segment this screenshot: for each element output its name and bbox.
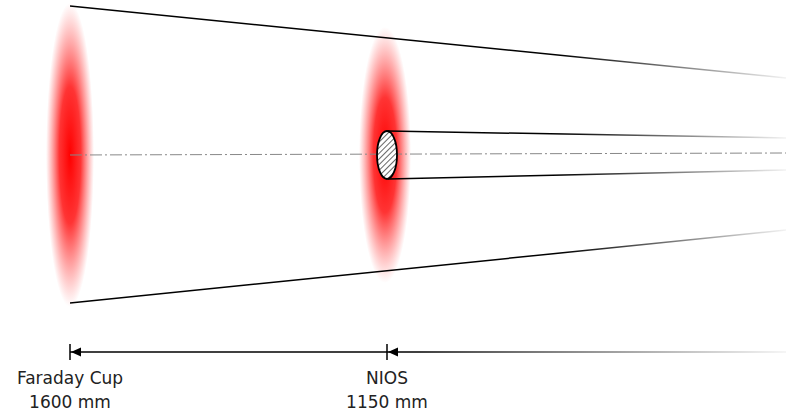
dimension-line <box>70 351 786 353</box>
dimension-value: 1150 mm <box>346 392 428 412</box>
part-name: Faraday Cup <box>17 368 123 388</box>
probe-face <box>377 131 397 179</box>
beam-envelope <box>70 230 786 303</box>
dimension-value: 1600 mm <box>29 392 111 412</box>
part-name: NIOS <box>366 368 408 388</box>
center-line <box>70 153 786 155</box>
dimension-tick <box>69 344 71 360</box>
probe-body <box>388 170 786 179</box>
dimension-tick <box>386 344 388 360</box>
dimension-arrow <box>71 348 81 357</box>
dimension-arrow <box>388 348 398 357</box>
beam-envelope <box>70 6 786 78</box>
probe-body <box>388 131 786 138</box>
beam-spot <box>359 27 411 283</box>
